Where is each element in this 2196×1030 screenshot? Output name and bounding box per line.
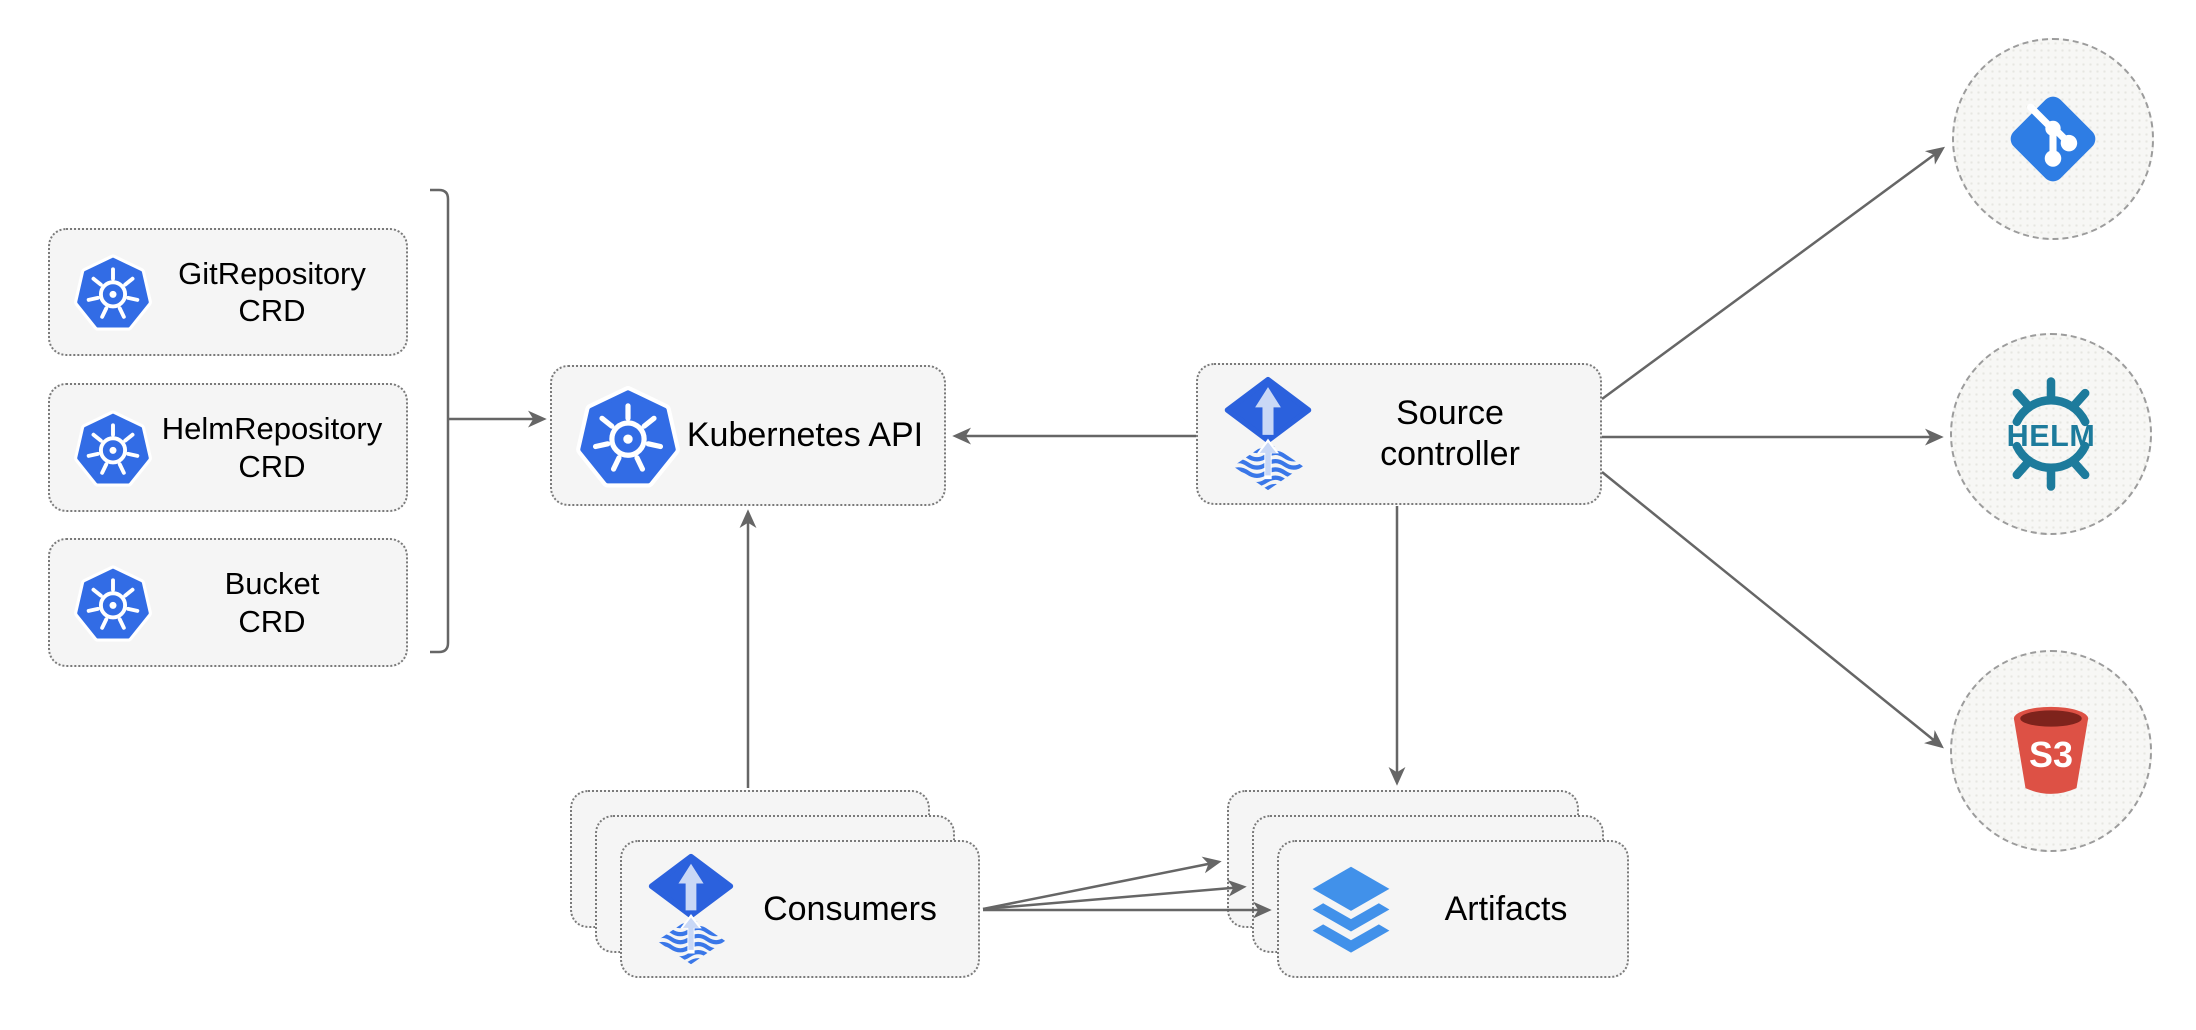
external-git-circle (1952, 38, 2154, 240)
node-gitrepository-crd: GitRepository CRD (48, 228, 408, 356)
kubernetes-icon (74, 409, 152, 487)
node-label: Artifacts (1444, 889, 1568, 928)
node-label: Kubernetes API (686, 416, 924, 455)
node-helmrepository-crd: HelmRepository CRD (48, 383, 408, 512)
layers-icon (1303, 861, 1399, 957)
node-bucket-crd: Bucket CRD (48, 538, 408, 667)
edge-source-controller-to-git (1601, 146, 1946, 401)
edge-source-controller-to-s3 (1601, 471, 1944, 749)
node-consumers: Consumers (620, 840, 980, 978)
external-helm-circle: HELM (1950, 333, 2152, 535)
flux-icon (646, 853, 736, 966)
external-s3-circle: S3 (1950, 650, 2152, 852)
kubernetes-icon (576, 384, 680, 488)
s3-bucket-icon: S3 (1993, 693, 2109, 809)
crd-group-bracket (430, 188, 450, 654)
kubernetes-icon (74, 253, 152, 331)
helm-logo-text: HELM (2007, 419, 2096, 453)
helm-logo-icon: HELM (2007, 373, 2096, 495)
node-label: HelmRepository CRD (161, 411, 383, 484)
node-label: Bucket CRD (224, 566, 320, 639)
node-label: GitRepository CRD (178, 255, 366, 328)
edge-consumers-to-artifacts-1 (982, 856, 1222, 911)
node-artifacts: Artifacts (1277, 840, 1629, 978)
node-label: Source controller (1380, 394, 1520, 473)
edge-consumers-to-artifacts-2 (982, 879, 1247, 911)
node-label: Consumers (763, 889, 937, 928)
s3-logo-text: S3 (2029, 734, 2073, 775)
flux-icon (1222, 376, 1314, 492)
node-source-controller: Source controller (1196, 363, 1602, 505)
git-logo-icon (1994, 80, 2112, 198)
node-kubernetes-api: Kubernetes API (550, 365, 946, 506)
kubernetes-icon (74, 564, 152, 642)
